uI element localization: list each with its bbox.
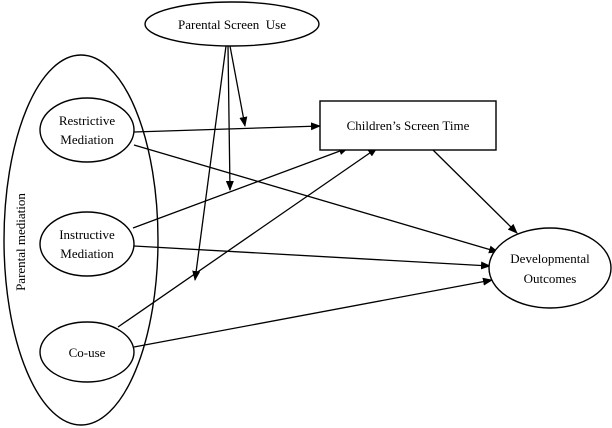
edges (117, 45, 518, 348)
parental-mediation-label: Parental mediation (13, 193, 28, 291)
edge-couse-to-outcomes (133, 277, 493, 348)
parental-screen-use-label: Parental Screen Use (178, 17, 286, 32)
node-childrens-screen-time: Children’s Screen Time (319, 100, 497, 151)
developmental-outcomes-line1: Developmental (510, 251, 590, 266)
node-restrictive-mediation: Restrictive Mediation (39, 97, 135, 163)
node-instructive-mediation: Instructive Mediation (39, 211, 135, 277)
edge-restrictive-to-outcomes (133, 144, 499, 254)
node-parental-screen-use: Parental Screen Use (144, 1, 320, 47)
instructive-mediation-line1: Instructive (59, 227, 115, 242)
node-co-use: Co-use (39, 321, 135, 383)
instructive-mediation-line2: Mediation (60, 246, 114, 261)
edge-restrictive-to-screen-time (133, 122, 321, 133)
co-use-label: Co-use (69, 345, 106, 360)
developmental-outcomes-line2: Outcomes (524, 271, 577, 286)
edge-instructive-to-screen-time (132, 147, 349, 229)
childrens-screen-time-label: Children’s Screen Time (347, 118, 470, 133)
restrictive-mediation-line1: Restrictive (59, 113, 116, 128)
edge-psu-to-screen-time (229, 45, 248, 127)
parental-mediation-group (3, 54, 159, 426)
restrictive-mediation-line2: Mediation (60, 132, 114, 147)
edge-psu-to-restrictive-path (225, 45, 234, 191)
edge-couse-to-screen-time (117, 147, 378, 328)
edge-instructive-to-outcomes (133, 245, 491, 270)
edge-psu-to-instructive-path (192, 45, 227, 281)
edge-screen-time-to-outcomes (432, 149, 518, 234)
node-developmental-outcomes: Developmental Outcomes (488, 227, 612, 309)
